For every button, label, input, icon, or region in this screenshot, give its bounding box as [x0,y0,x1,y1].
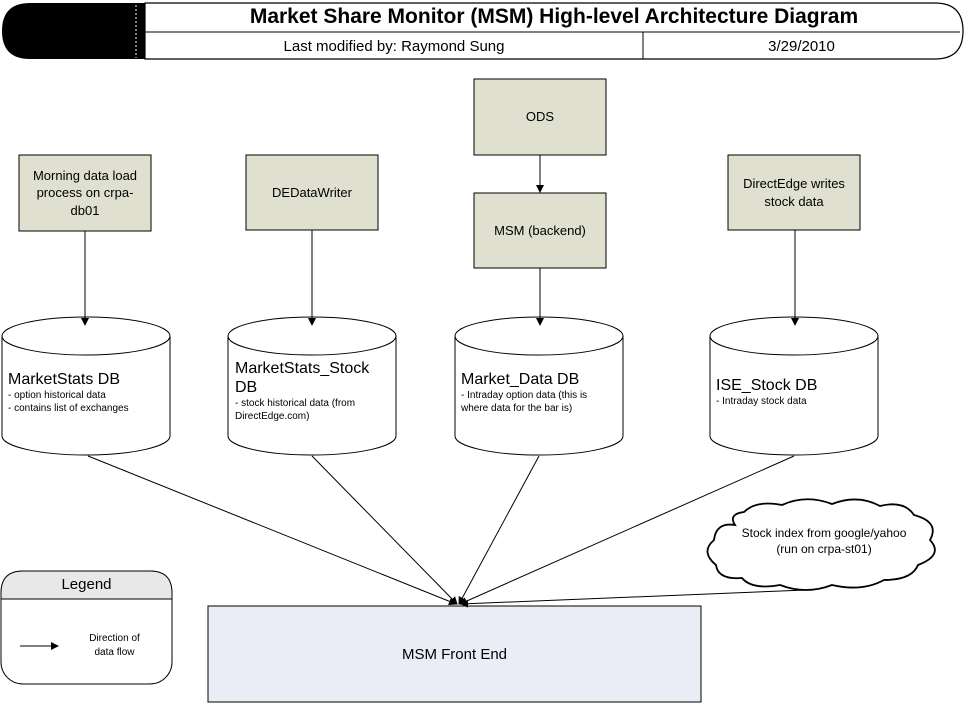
directedge-writes-box [727,154,861,231]
header-black-cap [2,3,145,59]
header [2,2,964,60]
dedatawriter-box [245,154,379,231]
marketstats-stock-db-desc-1: - stock historical data (from [235,398,356,410]
marketstats-db-desc-1: - option historical data [8,390,106,402]
arrow-cloud-to-front-end [460,589,807,608]
market-data-db-text: Market_Data DB - Intraday option data (t… [461,370,621,415]
marketstats-stock-db-text: MarketStats_Stock DB - stock historical … [235,359,395,423]
legend-description: Direction of data flow [72,632,157,660]
legend-box [0,570,173,685]
marketstats-stock-db-title-2: DB [235,379,258,397]
stock-index-cloud [706,498,936,591]
legend-desc-1: Direction of [89,633,140,644]
diagram-title: Market Share Monitor (MSM) High-level Ar… [249,5,859,28]
marketstats-db-cylinder [1,316,171,456]
msm-front-end-box [207,605,702,703]
marketstats-stock-db-cylinder [227,316,397,456]
market-data-db-cylinder [454,316,624,456]
marketstats-db-text: MarketStats DB - option historical data … [8,370,168,415]
market-data-db-desc-2: where data for the bar is) [461,403,573,415]
cloud-text-line-2: (run on crpa-st01) [776,542,872,557]
market-data-db-desc-1: - Intraday option data (this is [461,390,588,402]
flow-arrows [81,155,807,608]
ise-stock-db-cylinder [709,316,879,456]
msm-backend-box [473,192,607,269]
ods-box [473,78,607,156]
marketstats-db-title: MarketStats DB [8,371,121,388]
last-modified-date: 3/29/2010 [768,37,835,55]
marketstats-stock-db-title-1: MarketStats_Stock [235,360,370,377]
header-frame [144,2,964,60]
arrow-marketstats-to-front-end [87,455,457,606]
arrow-ise-stock-to-front-end [459,455,795,605]
dedatawriter-label: DEDataWriter [272,184,352,200]
last-modified-by: Last modified by: Raymond Sung [283,37,505,55]
msm-backend-label: MSM (backend) [494,222,586,238]
ise-stock-db-text: ISE_Stock DB - Intraday stock data [716,376,876,408]
ise-stock-db-desc-1: - Intraday stock data [716,396,807,408]
legend-desc-2: data flow [94,647,135,658]
arrow-market-data-to-front-end [458,455,540,605]
msm-front-end-label: MSM Front End [401,645,508,663]
marketstats-stock-db-desc-2: DirectEdge.com) [235,411,310,423]
legend-title: Legend [61,576,112,593]
directedge-writes-label: DirectEdge writes stock data [743,175,845,209]
arrow-marketstats-stock-to-front-end [311,455,458,605]
cloud-text-line-1: Stock index from google/yahoo [741,526,907,540]
morning-load-label: Morning data load process on crpa-db01 [32,167,138,218]
cloud-text: Stock index from google/yahoo (run on cr… [716,525,932,557]
market-data-db-title: Market_Data DB [461,371,580,388]
ise-stock-db-title: ISE_Stock DB [716,377,818,394]
ods-label: ODS [525,109,555,125]
marketstats-db-desc-2: - contains list of exchanges [8,403,129,415]
